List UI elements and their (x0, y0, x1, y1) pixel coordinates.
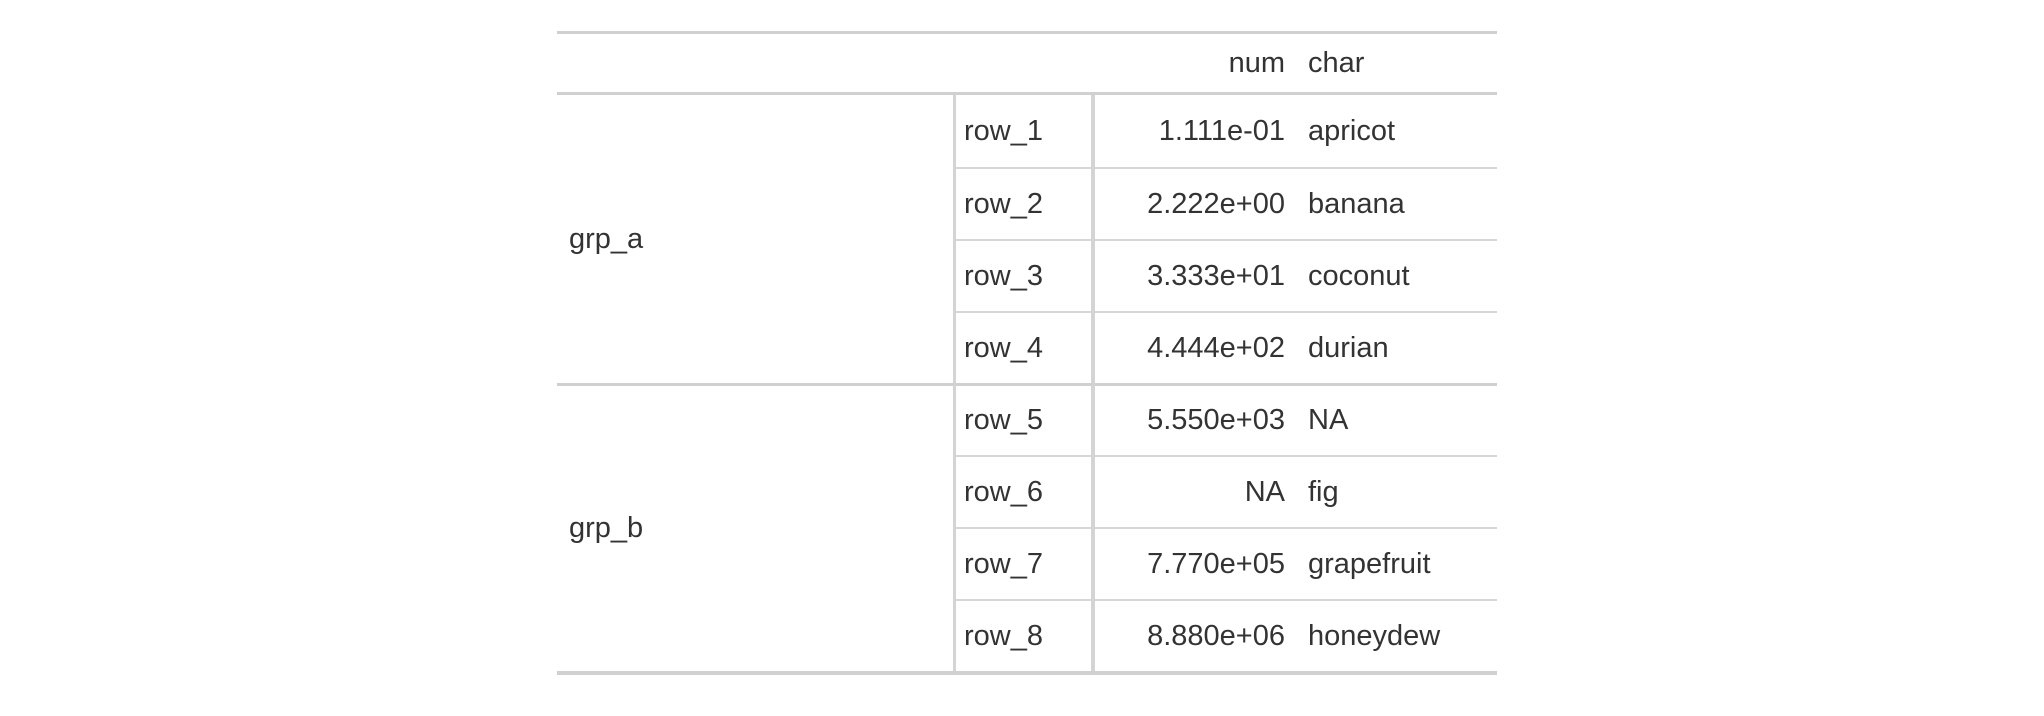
row-label: row_2 (956, 167, 1095, 239)
num-cell: 3.333e+01 (1095, 239, 1295, 311)
char-cell: fig (1295, 455, 1497, 527)
row-label: row_7 (956, 527, 1095, 599)
table-bottom-border (557, 671, 1497, 675)
table-top-border (557, 31, 1497, 34)
row-label: row_3 (956, 239, 1095, 311)
header-bottom-border (557, 92, 1497, 95)
char-cell: NA (1295, 383, 1497, 455)
data-table: num char grp_a row_1 1.111e-01 apricot r… (557, 31, 1497, 675)
num-cell: 7.770e+05 (1095, 527, 1295, 599)
row-label: row_1 (956, 95, 1095, 167)
num-cell: 5.550e+03 (1095, 383, 1295, 455)
char-cell: grapefruit (1295, 527, 1497, 599)
stub-header-cell (557, 34, 956, 92)
char-cell: durian (1295, 311, 1497, 383)
char-cell: apricot (1308, 114, 1396, 147)
row-group-label: grp_b (557, 383, 956, 671)
num-cell: 1.111e-01 (1158, 114, 1285, 147)
column-header-row: num char (557, 34, 1497, 92)
column-header-num: num (1228, 46, 1285, 79)
rowlabel-header-cell (956, 34, 1095, 92)
row-group-label: grp_a (557, 95, 956, 383)
row-label: row_8 (956, 599, 1095, 671)
num-cell: 4.444e+02 (1095, 311, 1295, 383)
row-label: row_6 (956, 455, 1095, 527)
char-cell: coconut (1295, 239, 1497, 311)
char-cell: honeydew (1295, 599, 1497, 671)
num-cell: 8.880e+06 (1095, 599, 1295, 671)
table-body: grp_a row_1 1.111e-01 apricot row_2 2.22… (557, 95, 1497, 671)
num-cell: 2.222e+00 (1095, 167, 1295, 239)
column-header-char: char (1308, 46, 1365, 79)
num-cell: NA (1095, 455, 1295, 527)
char-cell: banana (1295, 167, 1497, 239)
row-label: row_4 (956, 311, 1095, 383)
row-label: row_5 (956, 383, 1095, 455)
